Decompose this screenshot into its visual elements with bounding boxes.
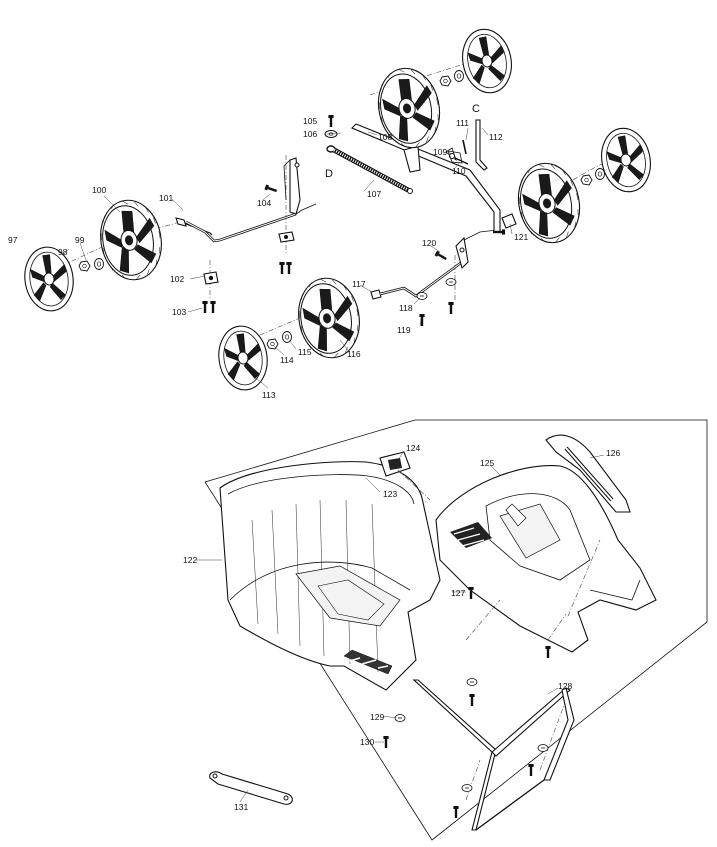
clamp-104 <box>278 231 295 243</box>
wheel-assembly-group <box>20 24 657 394</box>
leader-lines <box>63 127 605 803</box>
part-labels: 97 98 99 100 101 102 103 104 105 106 107… <box>8 103 620 812</box>
bracket-131 <box>209 771 293 805</box>
label-113: 113 <box>262 390 276 400</box>
pivot-109 <box>447 150 463 164</box>
washer-front-right <box>595 168 605 180</box>
rear-axle-101 <box>175 157 317 243</box>
rod-112 <box>475 119 488 171</box>
mark-c: C <box>472 103 480 115</box>
label-105: 105 <box>303 116 317 126</box>
nut-114 <box>266 338 279 350</box>
washer-118a <box>416 292 428 300</box>
washer-99 <box>94 258 104 270</box>
screw-a <box>279 262 285 274</box>
label-120: 120 <box>422 238 436 248</box>
indicator-124 <box>379 451 411 477</box>
label-118: 118 <box>399 303 413 313</box>
pin-110 <box>454 157 469 165</box>
detail-boundary <box>204 419 708 841</box>
nut-rear-right <box>439 75 452 87</box>
label-99: 99 <box>75 235 85 245</box>
label-112: 112 <box>489 132 503 142</box>
spring-107 <box>332 147 413 194</box>
label-127: 127 <box>451 588 465 598</box>
label-110: 110 <box>452 166 466 176</box>
label-98: 98 <box>58 247 68 257</box>
washer-128c <box>461 784 473 792</box>
wheel-100 <box>93 194 169 286</box>
washer-128b <box>537 744 549 752</box>
label-109: 109 <box>433 147 447 157</box>
wheel-cap-front-right <box>595 123 657 197</box>
handle-126 <box>545 434 631 513</box>
wheel-cap-113 <box>214 322 272 394</box>
label-106: 106 <box>303 129 317 139</box>
nut-front-right <box>580 174 593 186</box>
label-114: 114 <box>280 355 294 365</box>
washer-106 <box>324 130 338 138</box>
washer-128a <box>466 678 478 686</box>
screw-103b <box>210 301 216 313</box>
label-104: 104 <box>257 198 271 208</box>
pin-111 <box>462 139 467 155</box>
screw-128a <box>469 694 475 706</box>
label-122: 122 <box>183 555 197 565</box>
grass-bag-122 <box>219 461 441 691</box>
clamp-102 <box>203 271 219 285</box>
frame-128 <box>412 679 575 831</box>
grass-box-assembly-group <box>204 419 708 841</box>
screw-120 <box>434 250 448 262</box>
washer-rear-right <box>454 70 464 82</box>
mark-d: D <box>325 168 333 180</box>
screw-127 <box>468 587 474 599</box>
bushing-121 <box>501 213 517 229</box>
screw-130 <box>383 736 389 748</box>
label-117: 117 <box>352 279 366 289</box>
screw-128b <box>528 764 534 776</box>
label-121: 121 <box>514 232 528 242</box>
label-100: 100 <box>92 185 106 195</box>
label-124: 124 <box>406 443 420 453</box>
screw-103a <box>202 301 208 313</box>
label-129: 129 <box>370 712 384 722</box>
label-111: 111 <box>456 118 469 128</box>
wheel-cap-rear-right <box>456 24 518 98</box>
screw-lid-a <box>545 646 551 658</box>
washer-129 <box>394 714 406 722</box>
screw-105 <box>328 115 334 127</box>
label-123: 123 <box>383 489 397 499</box>
screw-128c <box>453 806 459 818</box>
label-101: 101 <box>159 193 173 203</box>
lid-125 <box>435 465 657 653</box>
label-107: 107 <box>367 189 381 199</box>
label-128: 128 <box>558 681 572 691</box>
screw-b <box>286 262 292 274</box>
nut-98 <box>78 260 91 272</box>
label-126: 126 <box>606 448 620 458</box>
front-axle-117 <box>370 229 498 300</box>
label-97: 97 <box>8 235 18 245</box>
label-119: 119 <box>397 325 411 335</box>
label-131: 131 <box>234 802 248 812</box>
label-125: 125 <box>480 458 494 468</box>
label-115: 115 <box>298 347 312 357</box>
label-116: 116 <box>347 349 361 359</box>
screw-104 <box>264 184 278 194</box>
washer-118b <box>445 278 457 286</box>
washer-115 <box>282 331 292 343</box>
wheel-cap-97 <box>20 243 78 315</box>
label-102: 102 <box>170 274 184 284</box>
label-108: 108 <box>378 132 392 142</box>
label-103: 103 <box>172 307 186 317</box>
screw-119b <box>448 302 454 314</box>
label-130: 130 <box>360 737 374 747</box>
